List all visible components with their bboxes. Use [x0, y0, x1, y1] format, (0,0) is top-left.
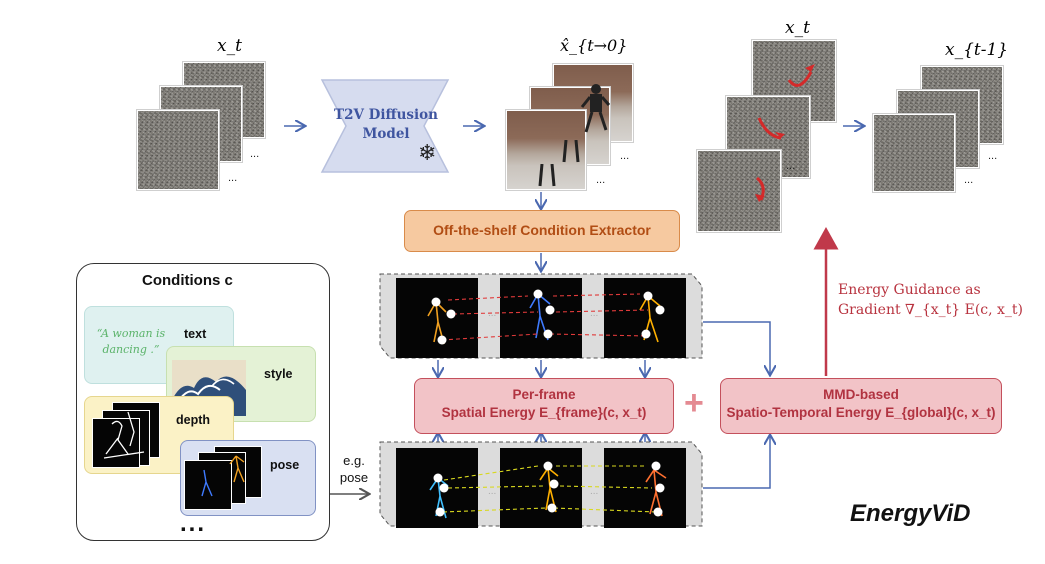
eg-pose-label: e.g. pose — [339, 453, 369, 485]
ellipsis: ... — [250, 148, 260, 160]
gradient-arrows — [755, 64, 815, 202]
per-frame-energy-title: Per-frame — [512, 387, 576, 402]
pose-card-skeleton — [201, 455, 245, 497]
latent-frame — [137, 110, 219, 190]
ellipsis: ... — [786, 160, 796, 172]
more-conditions: ... — [180, 510, 207, 537]
pose-skeletons-lower: ... ... — [429, 461, 667, 519]
xt-right-label: x_t — [785, 18, 810, 38]
depth-condition-label: depth — [176, 413, 211, 427]
ellipsis: ... — [988, 150, 998, 162]
mmd-energy-formula: Spatio-Temporal Energy E_{global}(c, x_t… — [726, 405, 996, 420]
ellipsis: ... — [620, 150, 630, 162]
latent-frame — [697, 150, 781, 232]
pose-skeletons-upper: ... ... — [427, 289, 665, 345]
pose-frame-3 — [604, 278, 686, 358]
plus-sign: + — [684, 384, 704, 422]
svg-text:...: ... — [590, 486, 598, 497]
pose-frame-5 — [500, 448, 582, 528]
svg-text:...: ... — [590, 308, 598, 319]
text-condition-quote: “A woman is dancing .” — [96, 327, 166, 356]
method-name: EnergyViD — [850, 500, 971, 527]
dancer-legs — [538, 164, 556, 187]
ellipsis: ... — [596, 174, 606, 186]
t2v-model-label: T2V Diffusion Model — [334, 107, 438, 142]
conditions-title: Conditions c — [142, 272, 233, 289]
condition-extractor-label: Off-the-shelf Condition Extractor — [433, 222, 651, 238]
snowflake-icon: ❄ — [418, 140, 437, 165]
xhat-label: x̂_{t→0} — [560, 36, 628, 55]
mmd-energy-title: MMD-based — [823, 387, 899, 402]
xt-minus-1-label: x_{t-1} — [945, 40, 1009, 60]
condition-extractor-box — [404, 210, 680, 252]
energy-guidance-line1: Energy Guidance as — [838, 282, 981, 298]
pose-condition-label: pose — [270, 458, 300, 472]
text-condition-label: text — [184, 327, 207, 341]
dancer-legs — [562, 140, 580, 163]
depth-sketch — [103, 411, 145, 459]
ellipsis: ... — [228, 172, 238, 184]
per-frame-energy-box — [414, 378, 674, 434]
video-frame — [506, 110, 586, 190]
svg-text:...: ... — [488, 308, 496, 319]
svg-text:...: ... — [488, 486, 496, 497]
ellipsis: ... — [964, 174, 974, 186]
per-frame-energy-formula: Spatial Energy E_{frame}(c, x_t) — [441, 405, 647, 420]
latent-frame — [873, 114, 955, 192]
dancer-figure — [580, 84, 610, 133]
xt-label: x_t — [217, 36, 242, 56]
mmd-energy-box — [720, 378, 1002, 434]
t2v-model-shape — [320, 79, 450, 173]
style-condition-label: style — [264, 367, 293, 381]
energy-guidance-line2: Gradient ∇_{x_t} E(c, x_t) — [838, 302, 1024, 318]
